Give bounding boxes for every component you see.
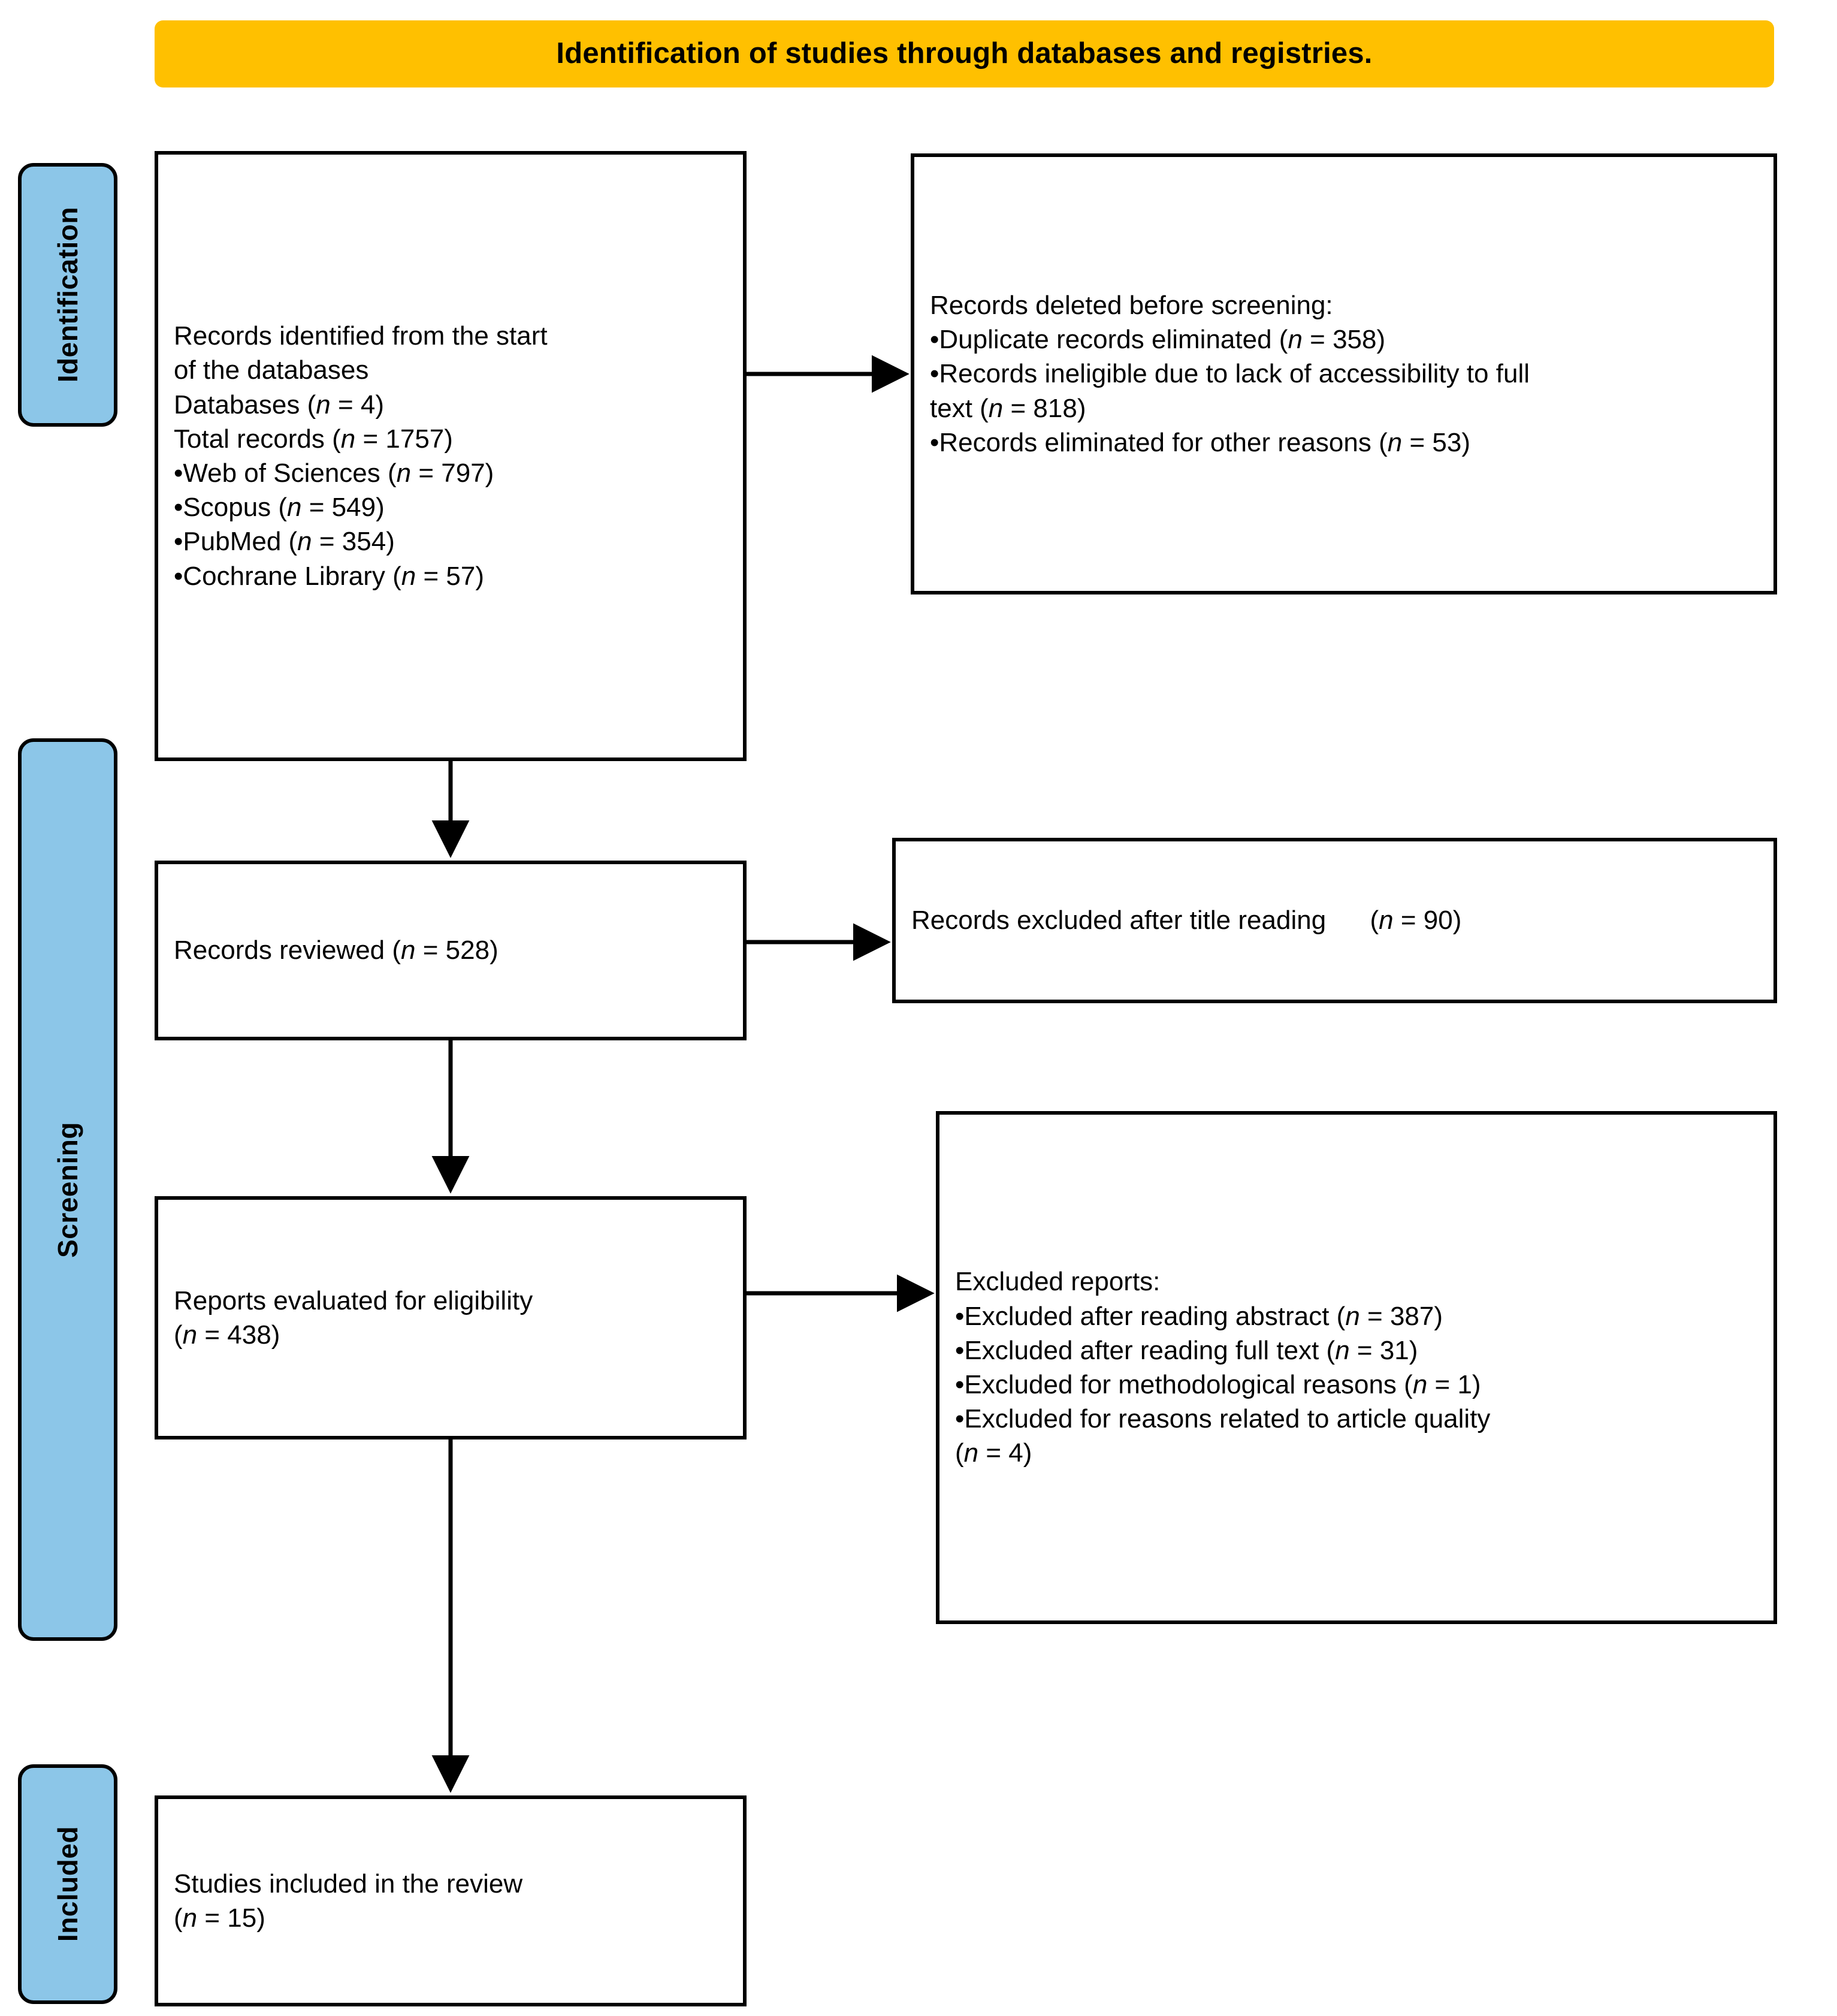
box-records-deleted: Records deleted before screening:•Duplic… (911, 153, 1777, 594)
box-records-excluded-title-text: Records excluded after title reading (n … (911, 906, 1462, 935)
diagram-title: Identification of studies through databa… (556, 37, 1373, 70)
box-records-deleted-text: Records deleted before screening:•Duplic… (930, 291, 1530, 457)
box-records-excluded-title: Records excluded after title reading (n … (892, 838, 1777, 1003)
stage-bar-included: Included (18, 1764, 117, 2004)
stage-label-included: Included (52, 1826, 83, 1942)
box-reports-evaluated-eligibility-text: Reports evaluated for eligibility(n = 43… (174, 1285, 533, 1350)
box-excluded-reports-text: Excluded reports:•Excluded after reading… (955, 1267, 1491, 1468)
box-records-reviewed: Records reviewed (n = 528) (155, 861, 747, 1040)
stage-bar-screening: Screening (18, 738, 117, 1641)
stage-label-screening: Screening (52, 1121, 83, 1258)
box-studies-included-text: Studies included in the review(n = 15) (174, 1869, 523, 1933)
diagram-title-banner: Identification of studies through databa… (155, 20, 1774, 87)
stage-bar-identification: Identification (18, 163, 117, 427)
stage-label-identification: Identification (52, 207, 83, 383)
box-excluded-reports: Excluded reports:•Excluded after reading… (936, 1111, 1777, 1624)
box-studies-included: Studies included in the review(n = 15) (155, 1795, 747, 2006)
box-records-reviewed-text: Records reviewed (n = 528) (174, 935, 498, 965)
box-reports-evaluated-eligibility: Reports evaluated for eligibility(n = 43… (155, 1196, 747, 1439)
